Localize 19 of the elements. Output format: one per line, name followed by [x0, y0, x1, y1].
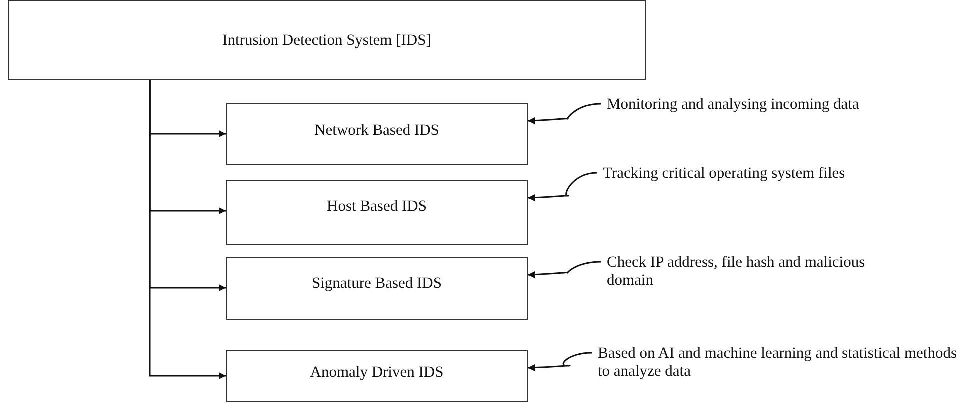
box-label: Intrusion Detection System [IDS] — [222, 32, 432, 50]
box-label: Host Based IDS — [326, 198, 428, 216]
leader-arrow — [528, 103, 602, 124]
annotation-text: Check IP address, file hash and malicious domain — [607, 254, 907, 290]
leader-arrow — [528, 261, 602, 278]
process-box — [8, 0, 646, 80]
annotation-text: Monitoring and analysing incoming data — [607, 96, 860, 114]
box-label: Signature Based IDS — [310, 275, 443, 293]
process-box — [226, 257, 528, 320]
leader-arrow — [528, 172, 598, 202]
process-box — [226, 103, 528, 165]
annotation-text: Tracking critical operating system files — [603, 165, 846, 183]
annotation-text: Based on AI and machine learning and statistical methods to analyze data — [598, 345, 966, 381]
connector-arrow — [149, 80, 226, 380]
box-label: Network Based IDS — [314, 122, 440, 140]
leader-arrow — [528, 352, 592, 372]
process-box — [226, 350, 528, 402]
process-box — [226, 180, 528, 245]
box-label: Anomaly Driven IDS — [309, 364, 445, 382]
